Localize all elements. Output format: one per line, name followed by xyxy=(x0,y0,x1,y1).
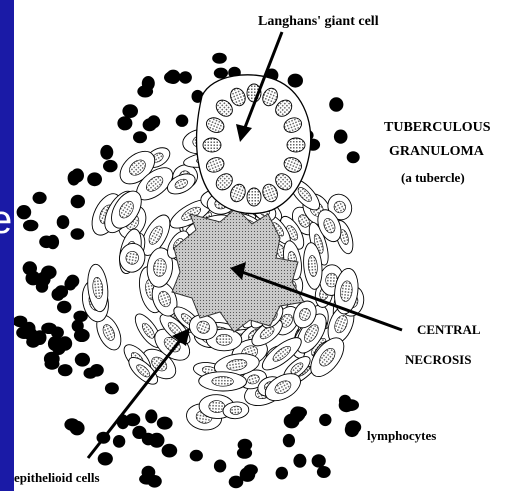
title-tuberculous: TUBERCULOUS xyxy=(384,120,491,136)
lymphocyte-dot-icon xyxy=(214,68,228,79)
lymphocyte-dot-icon xyxy=(176,115,189,127)
lymphocyte-dot-icon xyxy=(190,450,203,462)
lymphocyte-dot-icon xyxy=(74,329,90,342)
lymphocytes-label: lymphocytes xyxy=(367,428,436,444)
epithelioid-cells-label: epithelioid cells xyxy=(14,470,100,486)
lymphocyte-dot-icon xyxy=(52,288,65,301)
lymphocyte-dot-icon xyxy=(283,434,295,447)
lymphocyte-dot-icon xyxy=(214,460,226,473)
lymphocyte-dot-icon xyxy=(293,454,306,468)
lymphocyte-dot-icon xyxy=(147,115,160,128)
lymphocyte-dot-icon xyxy=(164,71,180,83)
lymphocyte-dot-icon xyxy=(87,172,102,186)
lymphocyte-dot-icon xyxy=(122,104,138,118)
lymphocyte-dot-icon xyxy=(103,160,118,172)
lymphocyte-dot-icon xyxy=(179,71,192,83)
lymphocyte-dot-icon xyxy=(334,130,348,144)
lymphocyte-dot-icon xyxy=(339,395,351,407)
lymphocyte-dot-icon xyxy=(57,301,71,314)
lymphocyte-dot-icon xyxy=(142,76,155,91)
granuloma-diagram-panel: Langhans' giant cell TUBERCULOUS GRANULO… xyxy=(14,0,512,491)
lymphocyte-dot-icon xyxy=(132,426,146,439)
lymphocyte-dot-icon xyxy=(317,466,331,478)
lymphocyte-dot-icon xyxy=(229,476,244,489)
lymphocyte-dot-icon xyxy=(157,417,173,430)
lymphocyte-dot-icon xyxy=(64,278,76,291)
lymphocyte-dot-icon xyxy=(290,406,305,421)
lymphocyte-dot-icon xyxy=(319,414,331,426)
central-label: CENTRAL xyxy=(417,322,481,338)
lymphocyte-dot-icon xyxy=(17,205,32,219)
lymphocyte-dot-icon xyxy=(71,195,85,209)
lymphocyte-dot-icon xyxy=(98,452,113,465)
granuloma-diagram xyxy=(14,0,512,491)
lymphocyte-dot-icon xyxy=(23,220,38,232)
lymphocyte-dot-icon xyxy=(113,435,125,448)
necrosis-label: NECROSIS xyxy=(405,352,471,368)
lymphocyte-dot-icon xyxy=(145,409,157,423)
lymphocyte-dot-icon xyxy=(244,464,258,475)
lymphocyte-dot-icon xyxy=(70,421,85,436)
epithelioid-cell-icon xyxy=(199,371,247,391)
lymphocyte-dot-icon xyxy=(33,192,47,204)
lymphocyte-dot-icon xyxy=(39,236,53,249)
lymphocyte-dot-icon xyxy=(347,151,360,163)
lymphocyte-dot-icon xyxy=(276,467,288,480)
lymphocyte-dot-icon xyxy=(117,116,132,130)
langhans-giant-cell-label: Langhans' giant cell xyxy=(258,14,379,30)
lymphocyte-dot-icon xyxy=(45,358,60,369)
lymphocyte-dot-icon xyxy=(23,261,37,275)
lymphocyte-dot-icon xyxy=(329,97,343,112)
lymphocyte-dot-icon xyxy=(149,433,164,448)
lymphocyte-dot-icon xyxy=(162,444,178,458)
lymphocyte-dot-icon xyxy=(23,322,35,335)
lymphocyte-dot-icon xyxy=(41,323,57,334)
giant-cell-nucleus-icon xyxy=(247,188,261,206)
slide-background-edge xyxy=(0,0,14,491)
lymphocyte-dot-icon xyxy=(71,228,85,240)
lymphocyte-dot-icon xyxy=(75,353,90,367)
lymphocyte-dot-icon xyxy=(238,439,253,451)
lymphocyte-dot-icon xyxy=(36,272,50,287)
slide-partial-letter: e xyxy=(0,195,14,245)
lymphocyte-dot-icon xyxy=(84,368,98,379)
lymphocyte-dot-icon xyxy=(100,145,113,160)
lymphocyte-dot-icon xyxy=(68,171,80,186)
lymphocyte-dot-icon xyxy=(133,131,147,143)
lymphocyte-dot-icon xyxy=(345,420,361,433)
lymphocyte-dot-icon xyxy=(312,454,326,467)
lymphocyte-dot-icon xyxy=(26,336,40,347)
lymphocyte-dot-icon xyxy=(58,336,72,351)
lymphocyte-dot-icon xyxy=(125,413,140,426)
lymphocyte-dot-icon xyxy=(58,364,73,376)
lymphocyte-dot-icon xyxy=(212,53,227,64)
lymphocyte-dot-icon xyxy=(57,215,70,229)
lymphocyte-dot-icon xyxy=(48,337,60,351)
slide-letter-text: e xyxy=(0,195,12,245)
giant-cell-nucleus-icon xyxy=(203,138,221,152)
giant-cell-nucleus-icon xyxy=(287,138,305,152)
langhans-giant-cell xyxy=(197,75,311,214)
lymphocyte-dot-icon xyxy=(288,74,303,88)
title-a-tubercle: (a tubercle) xyxy=(401,170,465,186)
lymphocyte-dot-icon xyxy=(139,474,155,485)
title-granuloma: GRANULOMA xyxy=(389,144,484,160)
lymphocyte-dot-icon xyxy=(105,382,119,394)
